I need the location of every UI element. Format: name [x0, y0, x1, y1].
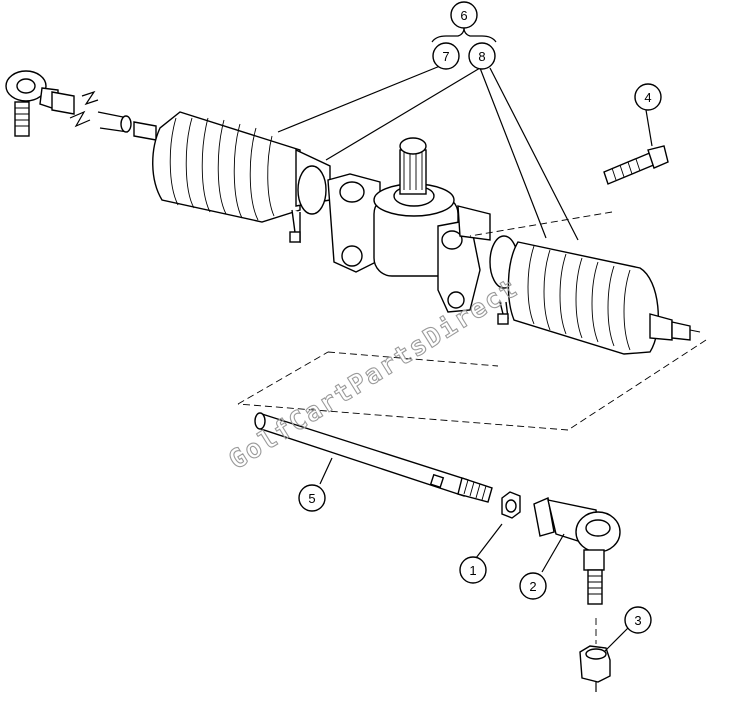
svg-text:8: 8: [478, 49, 485, 64]
mounting-bolt: [603, 145, 669, 185]
right-bellows-boot: [489, 235, 701, 355]
callout-1: 1: [459, 556, 487, 584]
left-tie-rod-end: [5, 70, 157, 141]
tie-rod: [254, 412, 493, 503]
svg-text:1: 1: [469, 563, 476, 578]
jam-nut: [501, 491, 521, 519]
callout-5: 5: [298, 484, 326, 512]
callout-4: 4: [634, 83, 662, 111]
svg-text:GolfCartPartsDirect: GolfCartPartsDirect: [224, 273, 524, 476]
callout-7: 7: [432, 42, 460, 70]
callout-6: 6: [450, 1, 478, 29]
svg-text:7: 7: [442, 49, 449, 64]
svg-text:3: 3: [634, 613, 641, 628]
callout-2: 2: [519, 572, 547, 600]
lock-nut: [579, 645, 611, 692]
svg-text:6: 6: [460, 8, 467, 23]
watermark: GolfCartPartsDirect: [223, 272, 524, 476]
left-bellows-boot: [152, 111, 331, 244]
callout-8: 8: [468, 42, 496, 70]
svg-text:2: 2: [529, 579, 536, 594]
svg-text:4: 4: [644, 90, 651, 105]
rack-housing: [327, 137, 491, 313]
right-tie-rod-end: [533, 497, 621, 605]
svg-text:5: 5: [308, 491, 315, 506]
callout-3: 3: [624, 606, 652, 634]
leader-lines: [277, 27, 653, 653]
